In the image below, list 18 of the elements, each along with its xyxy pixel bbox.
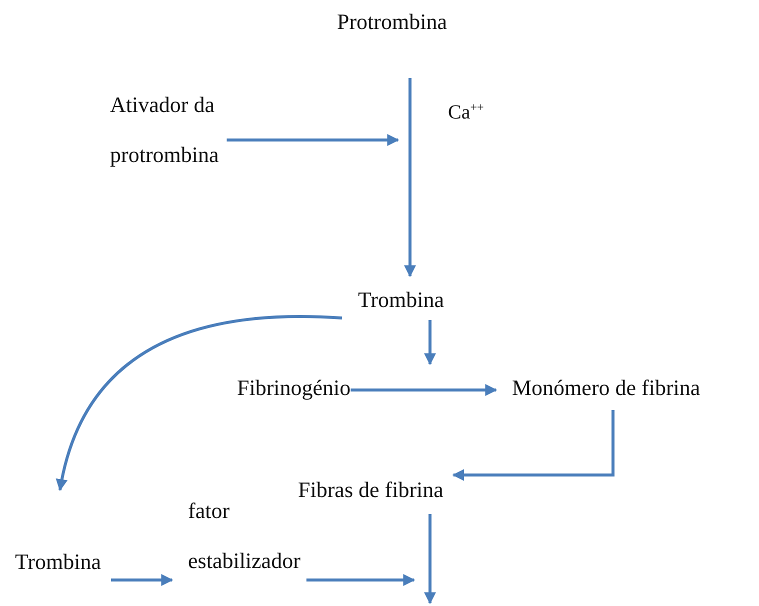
process-label: Trombina <box>358 286 444 314</box>
process-label: Ativador da protrombina <box>110 80 219 180</box>
process-label: Monómero de fibrina <box>512 374 700 402</box>
arrow <box>56 315 342 492</box>
arrow <box>350 384 498 396</box>
process-label: Fibras de fibrina <box>298 476 444 504</box>
arrow <box>424 514 436 604</box>
ion-label: Ca$^{++}$ <box>448 100 484 125</box>
process-label: Fibrinogénio <box>237 374 351 402</box>
arrow <box>404 78 416 278</box>
process-label: Protrombina <box>337 8 447 36</box>
arrow <box>306 574 416 586</box>
arrow <box>424 320 436 366</box>
process-label: Trombina <box>15 548 101 576</box>
arrow <box>452 410 614 481</box>
arrow <box>110 574 174 586</box>
process-label: fator estabilizador <box>188 486 300 586</box>
arrow <box>226 134 400 146</box>
